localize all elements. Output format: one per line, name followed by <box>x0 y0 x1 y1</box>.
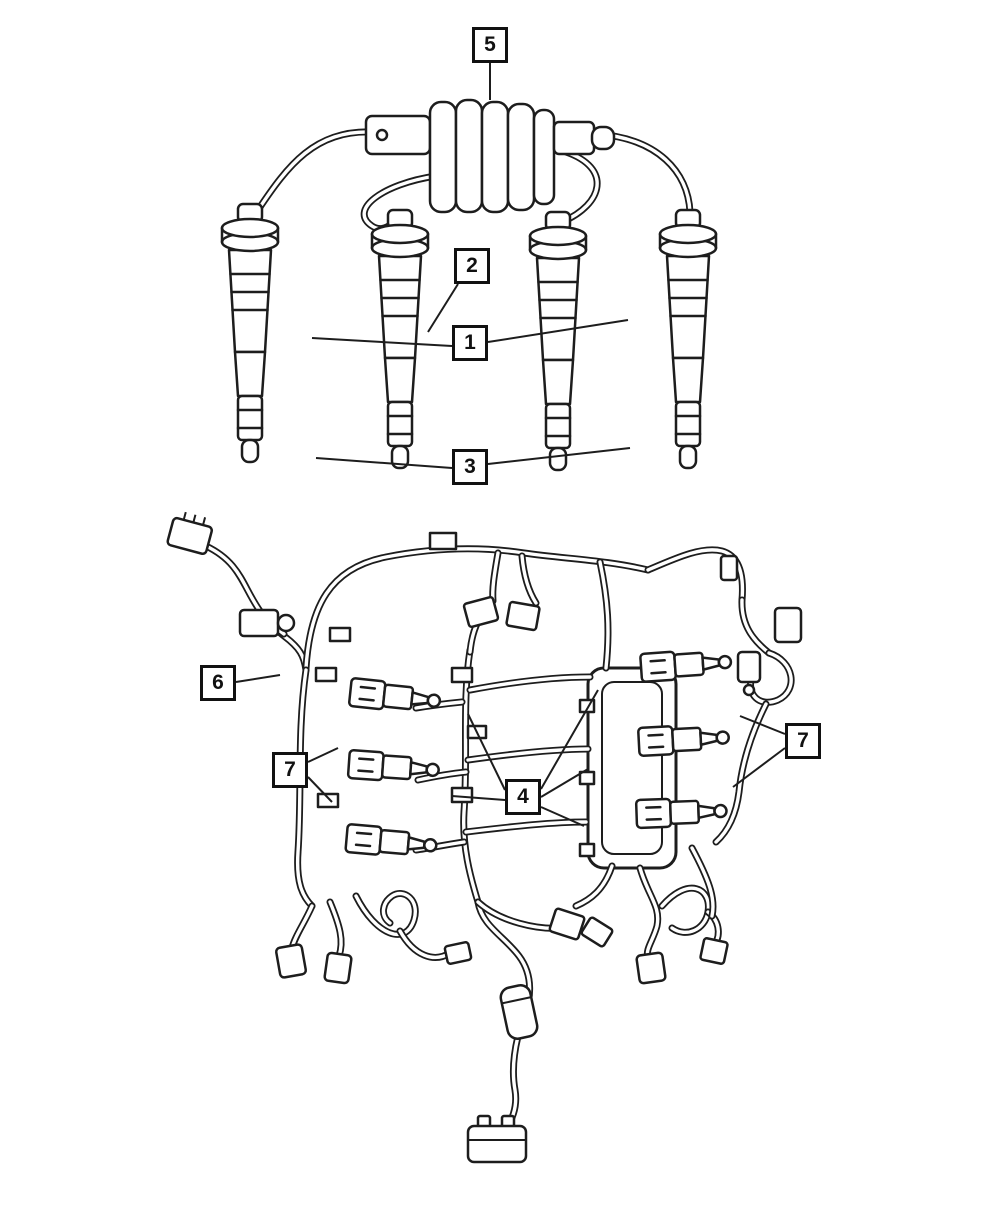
harness-clip <box>314 666 338 683</box>
callout-2[interactable]: 2 <box>454 248 490 284</box>
callout-3[interactable]: 3 <box>452 449 488 485</box>
callout-7-left[interactable]: 7 <box>272 752 308 788</box>
connector-bottom-a <box>274 943 308 979</box>
spark-plug-4 <box>658 208 718 470</box>
connector-bottom-d <box>580 916 614 948</box>
callout-leader-lines <box>235 63 786 827</box>
callout-5[interactable]: 5 <box>472 27 508 63</box>
ignition-coil-pack <box>364 98 616 214</box>
harness-clip <box>328 626 352 643</box>
connector-bottom-c <box>548 907 586 941</box>
connector-mid-a <box>462 595 500 629</box>
connector-bottom-e <box>635 951 667 985</box>
spark-plug-1 <box>220 202 280 464</box>
connector-right-mid <box>736 650 762 684</box>
spark-plug-2 <box>370 208 430 470</box>
callout-7-right[interactable]: 7 <box>785 723 821 759</box>
connector-mid-b <box>505 600 541 632</box>
injector-bank-right <box>634 646 734 830</box>
harness-clip <box>316 792 340 809</box>
connector-bottom-b <box>323 951 353 985</box>
connector-bottom-clip <box>443 941 473 965</box>
connector-bottom-main <box>466 1114 528 1164</box>
callout-6[interactable]: 6 <box>200 665 236 701</box>
connector-boss <box>238 608 280 638</box>
wiring-harness <box>166 511 803 1164</box>
connector-right-top <box>719 554 739 582</box>
spark-plug-3 <box>528 210 588 472</box>
connector-top-left <box>166 511 214 556</box>
trunk-clip <box>450 786 474 804</box>
harness-connectors <box>166 511 803 1164</box>
connector-bottom-f <box>699 937 729 965</box>
harness-boot <box>499 984 539 1040</box>
connector-right <box>773 606 803 644</box>
harness-clip <box>428 531 458 551</box>
callout-1[interactable]: 1 <box>452 325 488 361</box>
harness-wires <box>206 546 791 1130</box>
callout-4[interactable]: 4 <box>505 779 541 815</box>
trunk-clip <box>450 666 474 684</box>
